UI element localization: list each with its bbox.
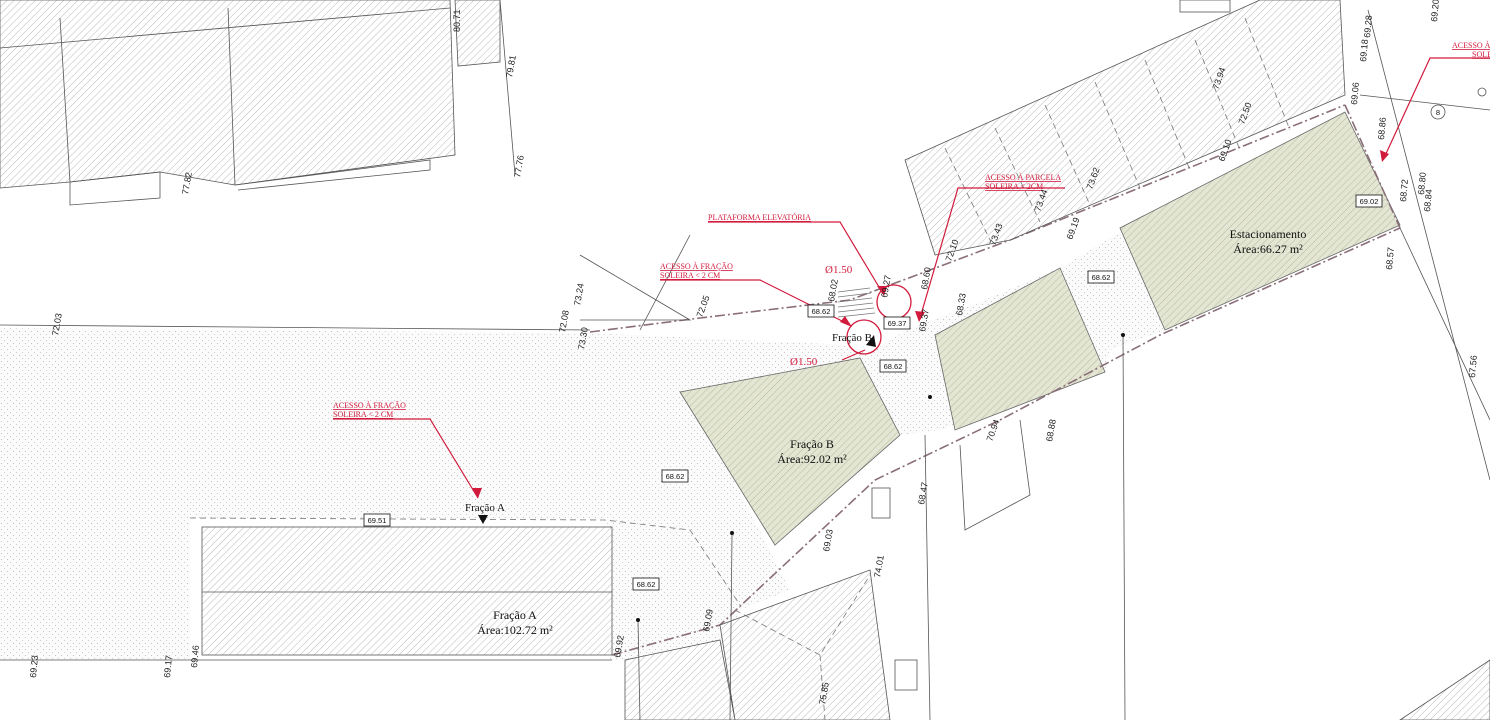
- elevation-label: 80.71: [452, 9, 462, 32]
- entry-arrow-a: [478, 515, 488, 524]
- zone-estacionamento-area: Área:66.27 m²: [1233, 242, 1303, 256]
- elevation-label: 68.02: [826, 278, 840, 302]
- elevation-label: 75.85: [817, 681, 831, 705]
- elevation-label: 69.37: [917, 308, 931, 332]
- level-tag: 69.51: [368, 516, 387, 525]
- elevator-platform-stairs: [837, 284, 912, 355]
- elevation-label: 69.06: [1349, 82, 1361, 105]
- existing-buildings-top-right: [904, 0, 1346, 256]
- callout-texts: ACESSO À FRAÇÃO SOLEIRA < 2 CM ACESSO À …: [333, 40, 1490, 419]
- elevation-label: 74.01: [872, 554, 886, 578]
- elevation-label: 68.88: [1044, 418, 1058, 442]
- elevation-label: 69.18: [1358, 39, 1370, 62]
- elevation-label: 68.80: [1416, 172, 1428, 195]
- level-tag: 68.62: [812, 307, 831, 316]
- elevation-label: 79.81: [504, 54, 518, 78]
- elevation-label: 73.30: [576, 326, 590, 350]
- elevation-label: 77.82: [180, 171, 194, 195]
- elevation-label: 72.08: [557, 309, 571, 333]
- zone-estacionamento-name: Estacionamento: [1230, 227, 1307, 241]
- elevation-label: 72.03: [50, 312, 64, 336]
- elevation-label: 69.19: [1064, 216, 1081, 241]
- zone-fracao-b-area: Área:92.02 m²: [777, 452, 847, 466]
- diameter-bottom: Ø1.50: [790, 356, 818, 368]
- elevation-label: 68.84: [1422, 189, 1434, 212]
- sight-lines: [579, 234, 1126, 720]
- elevation-label: 69.17: [162, 655, 174, 678]
- callout-acesso-fracao-b-2: SOLEIRA < 2 CM: [660, 271, 720, 280]
- existing-buildings-top-left: [0, 0, 516, 206]
- level-tag: 68.62: [1092, 273, 1111, 282]
- callout-acesso-fracao-a-2: SOLEIRA < 2 CM: [333, 410, 393, 419]
- diameter-top: Ø1.50: [825, 264, 853, 276]
- zone-fracao-a-name: Fração A: [493, 608, 537, 622]
- callout-plataforma: PLATAFORMA ELEVATÓRIA: [708, 212, 811, 222]
- callout-acesso-edge-1: ACESSO À: [1452, 40, 1490, 50]
- elevation-label: 68.33: [954, 292, 968, 316]
- elevation-label: 69.46: [189, 645, 201, 668]
- level-tag: 68.62: [666, 472, 685, 481]
- tree-symbol: 8: [1430, 87, 1487, 120]
- fracao-b-building: [679, 267, 1106, 546]
- callout-acesso-parcela-1: ACESSO À PARCELA: [985, 172, 1061, 182]
- elevation-label: 68.86: [1376, 117, 1388, 140]
- estacionamento-building: [1119, 111, 1401, 331]
- elevation-label: 68.47: [916, 481, 930, 505]
- elevation-label: 72.05: [694, 294, 711, 319]
- level-tag: 69.37: [888, 319, 907, 328]
- level-tag: 68.62: [637, 580, 656, 589]
- elevation-label: 69.09: [701, 608, 715, 632]
- level-tag: 69.02: [1360, 197, 1379, 206]
- elevation-label: 69.20: [1429, 0, 1441, 22]
- elevation-label: 73.24: [572, 282, 586, 306]
- elevation-label: 69.92: [612, 634, 626, 658]
- marker-fracao-b-label: Fração B: [832, 332, 872, 344]
- elevation-label: 68.57: [1384, 247, 1396, 270]
- elevation-label: 68.72: [1398, 179, 1410, 202]
- tree-symbol-label: 8: [1436, 108, 1440, 117]
- elevation-label: 69.03: [821, 528, 835, 552]
- callout-acesso-parcela-2: SOLEIRA < 2CM: [985, 182, 1043, 191]
- callout-acesso-edge-2: SOLE: [1472, 50, 1490, 59]
- zone-labels: Fração A Área:102.72 m² Fração B Área:92…: [465, 227, 1306, 637]
- elevation-label: 69.28: [1362, 15, 1374, 38]
- elevation-label: 67.56: [1467, 355, 1479, 378]
- callout-acesso-fracao-b-1: ACESSO À FRAÇÃO: [660, 261, 733, 271]
- zone-fracao-a-area: Área:102.72 m²: [477, 623, 553, 637]
- entry-arrow-b: [866, 335, 876, 347]
- elevation-label: 68.60: [919, 266, 933, 290]
- callout-acesso-fracao-a-1: ACESSO À FRAÇÃO: [333, 400, 406, 410]
- elevation-label: 77.76: [512, 154, 526, 178]
- elevation-label: 69.23: [28, 655, 40, 678]
- fracao-a-building: [201, 526, 613, 656]
- marker-fracao-a-label: Fração A: [465, 502, 505, 514]
- zone-fracao-b-name: Fração B: [790, 437, 834, 451]
- boundary-walls: [589, 9, 1490, 656]
- level-tags: 68.62 69.37 68.62 68.62 68.62 68.62 69.5…: [363, 194, 1383, 591]
- level-tag: 68.62: [884, 362, 903, 371]
- elevation-label: 69.27: [879, 274, 893, 298]
- elevation-label: 70.94: [984, 418, 1001, 443]
